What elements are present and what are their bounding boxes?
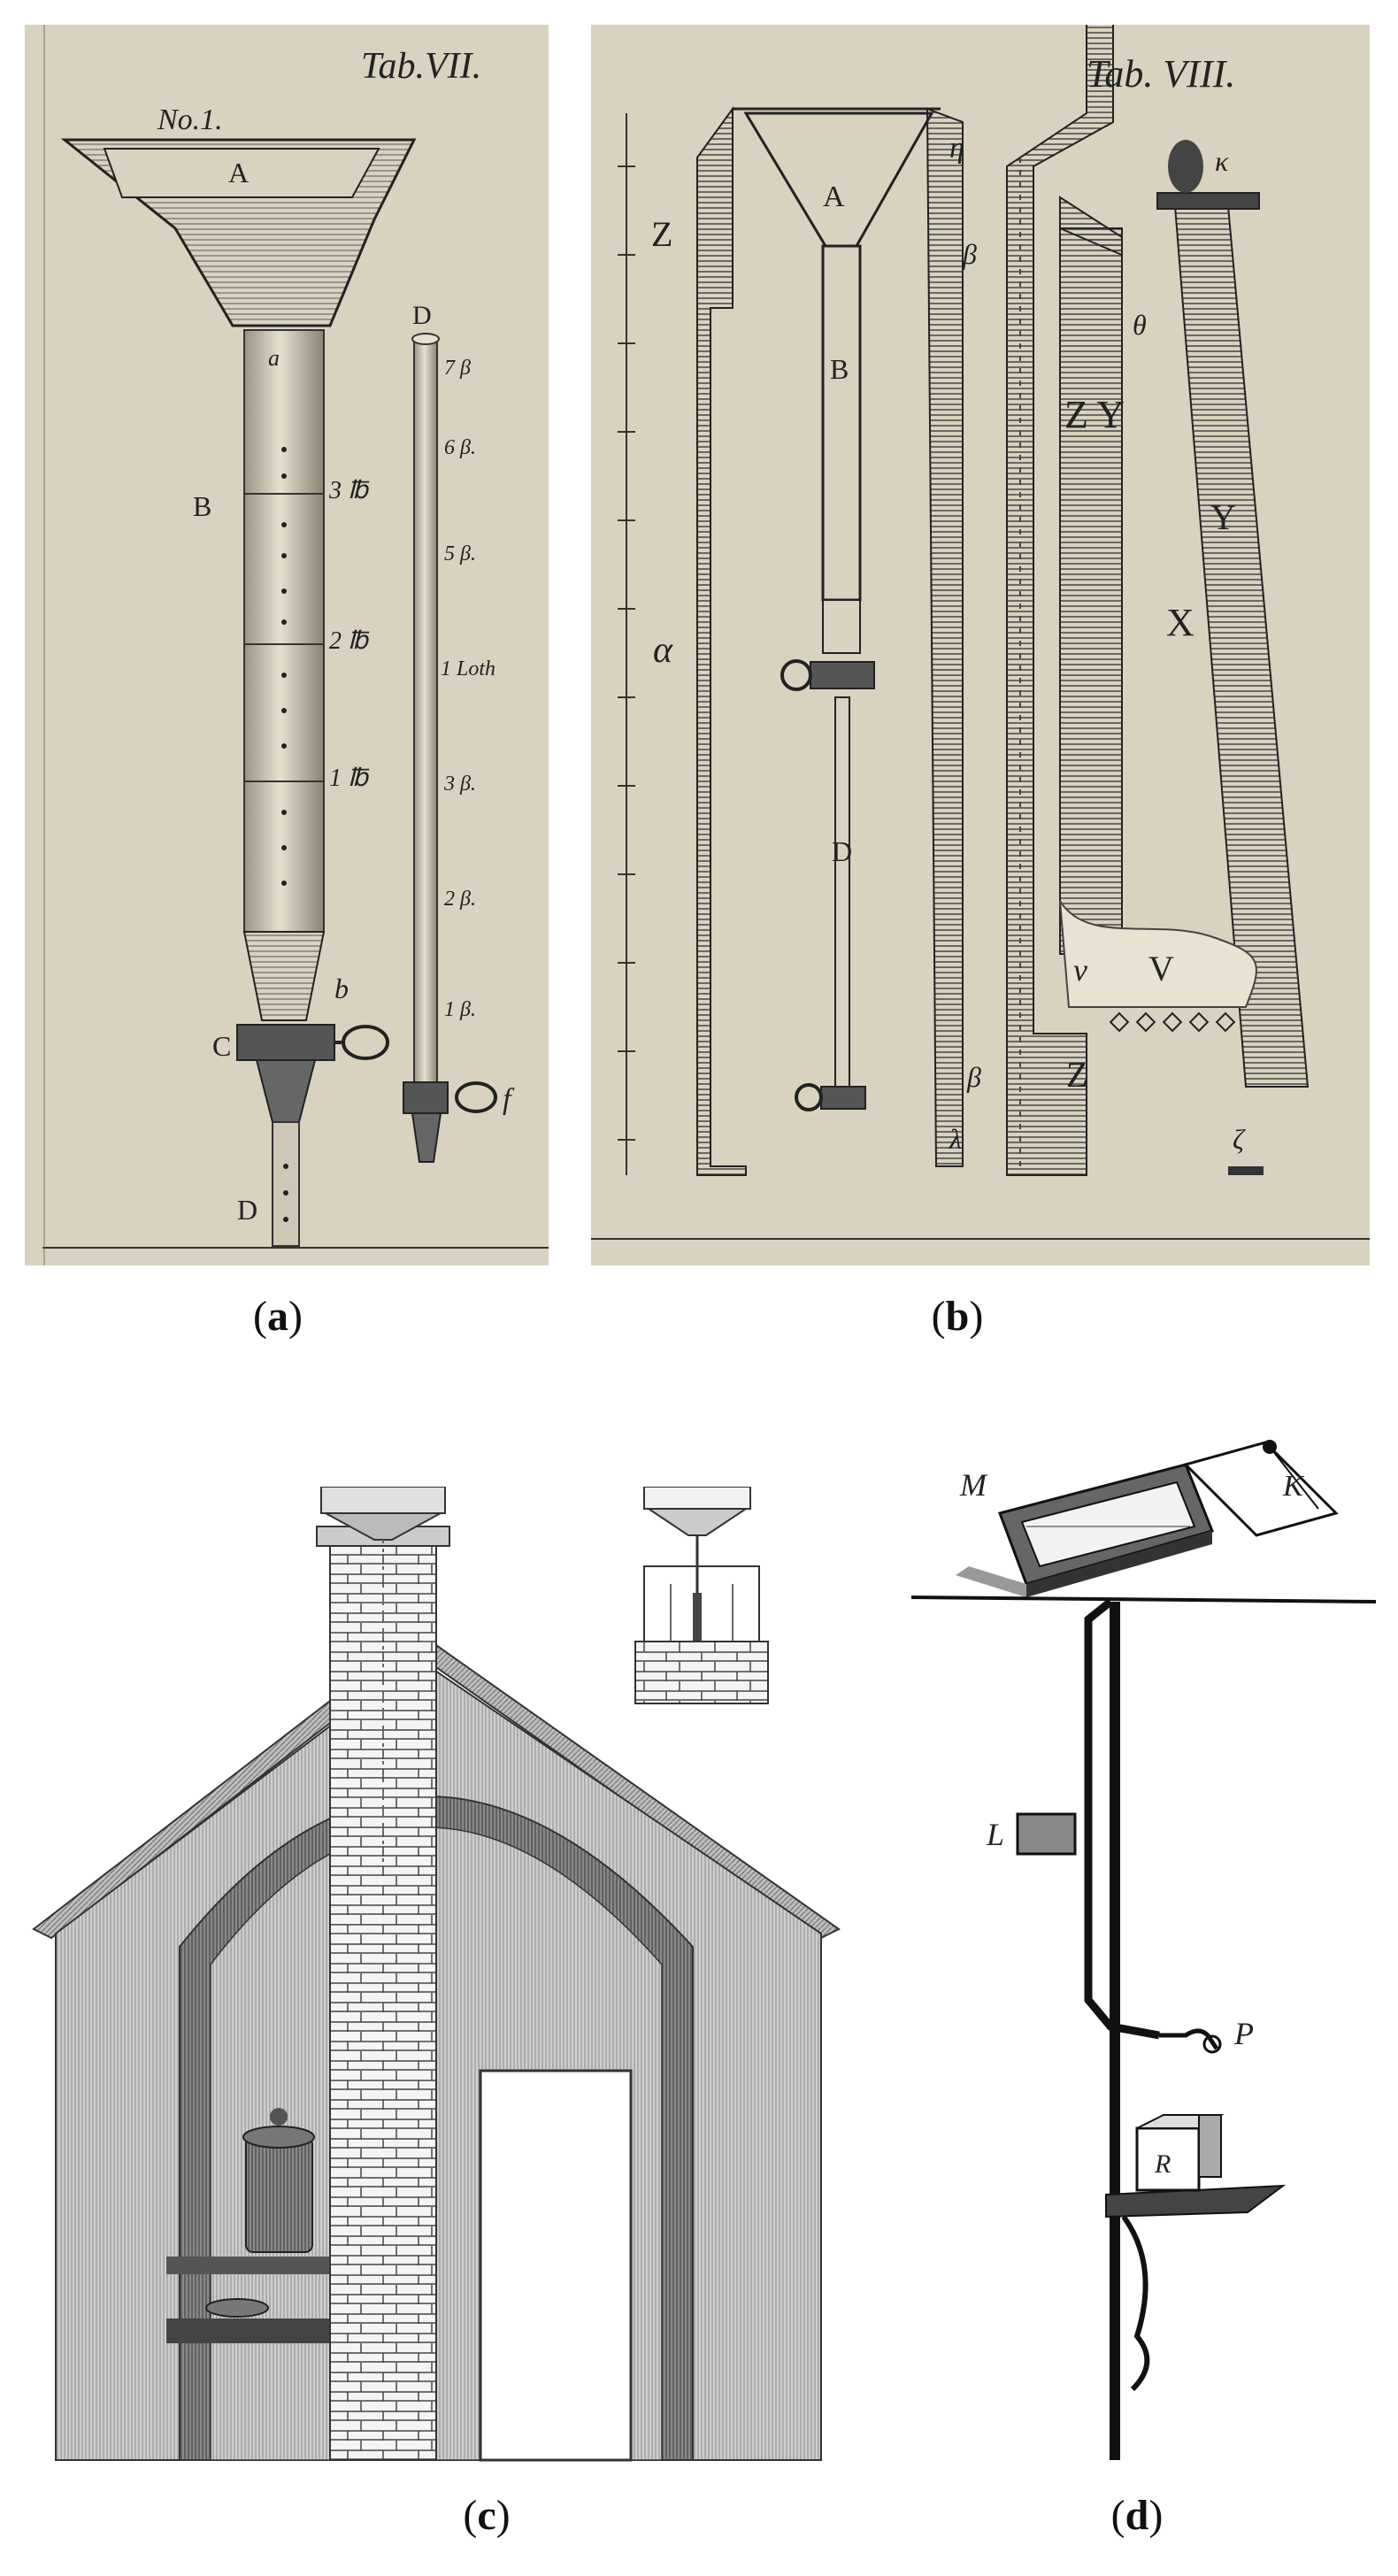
label-a-A: A <box>228 157 249 188</box>
plate-title-b: Tab. VIII. <box>1087 52 1235 96</box>
label-d-P: P <box>1233 2016 1254 2051</box>
caption-a: (a) <box>253 1293 303 1340</box>
lid-k <box>1183 1441 1339 1537</box>
label-b-lambda: λ <box>949 1123 962 1155</box>
valve-p <box>1159 2028 1219 2050</box>
label-b-alpha: α <box>653 630 673 671</box>
label-b-Y: Y <box>1210 497 1236 537</box>
label-b-B: B <box>830 353 849 385</box>
panel-d-illustration: M K L P R <box>894 1416 1380 2460</box>
label-d-K: K <box>1282 1470 1305 1503</box>
label-d-M: M <box>959 1467 988 1503</box>
scale-main-3: 1 ℔ <box>329 765 370 792</box>
label-b-zeta: ζ <box>1233 1123 1246 1155</box>
caption-d: (d) <box>1110 2492 1164 2539</box>
label-b-beta1: β <box>962 238 977 270</box>
panel-c-svg <box>25 1487 848 2478</box>
scale-tube-5: 3 β. <box>443 773 476 796</box>
label-d-R: R <box>1154 2149 1171 2179</box>
doorway <box>479 2069 633 2462</box>
label-b-nu: ν <box>1073 952 1087 988</box>
label-b-X: X <box>1166 601 1194 644</box>
label-a-b: b <box>334 973 349 1004</box>
panel-b-svg: Tab. VIII. A B D Z Z Z Y X Y V α β β η θ… <box>591 25 1370 1265</box>
inset-rain-gauge <box>634 1487 769 1704</box>
vessel-r <box>1135 2126 1201 2192</box>
label-b-D: D <box>832 835 852 867</box>
tube-b <box>821 244 862 602</box>
small-tube-d <box>413 338 438 1083</box>
panel-c-illustration <box>25 1487 848 2478</box>
scale-main-1: 3 ℔ <box>328 477 370 504</box>
chimney-funnel <box>325 1512 442 1541</box>
caption-b: (b) <box>931 1293 984 1340</box>
water-urn <box>245 2136 313 2253</box>
label-b-kappa: κ <box>1215 145 1229 177</box>
label-b-Z: Z <box>651 214 672 254</box>
tube-d <box>834 696 850 1088</box>
chimney-flue <box>1006 25 1114 1176</box>
panel-b-engraving: Tab. VIII. A B D Z Z Z Y X Y V α β β η θ… <box>591 25 1370 1265</box>
panel-a-engraving: Tab.VII. No.1. A a B b C D D f 3 ℔ 2 ℔ 1… <box>25 25 549 1265</box>
measuring-tube-b <box>243 329 325 933</box>
scale-tube-2: 6 β. <box>444 436 476 459</box>
bowl <box>205 2298 269 2318</box>
plate-title-a: Tab.VII. <box>361 46 481 87</box>
left-wall <box>696 105 747 1176</box>
scale-tube-4: 1 Loth <box>441 657 495 681</box>
label-b-A: A <box>823 181 845 213</box>
label-a-D2: D <box>412 301 432 330</box>
scale-tube-3: 5 β. <box>444 542 476 565</box>
label-a-a: a <box>268 345 280 371</box>
scale-tube-6: 2 β. <box>444 888 476 911</box>
caption-c: (c) <box>463 2492 511 2539</box>
box-l <box>1016 1812 1077 1856</box>
label-b-theta: θ <box>1133 309 1147 341</box>
label-a-C: C <box>212 1030 231 1062</box>
panel-d-svg: M K L P R <box>894 1416 1380 2460</box>
label-b-beta2: β <box>966 1061 981 1093</box>
plate-number-a: No.1. <box>157 104 223 136</box>
label-d-L: L <box>986 1817 1004 1852</box>
label-b-V: V <box>1148 949 1174 988</box>
label-b-ZY: Z Y <box>1064 393 1125 436</box>
scale-main-2: 2 ℔ <box>329 627 370 655</box>
brick-chimney <box>329 1539 437 2461</box>
tap-c <box>236 1024 335 1061</box>
smoke-v <box>1059 900 1257 1008</box>
label-b-Z2: Z <box>1066 1055 1087 1095</box>
label-a-D: D <box>237 1194 257 1226</box>
scale-tube-1: 7 β <box>444 357 471 380</box>
panel-a-svg: Tab.VII. No.1. A a B b C D D f 3 ℔ 2 ℔ 1… <box>25 25 549 1265</box>
scale-tube-7: 1 β. <box>444 998 476 1021</box>
label-b-eta: η <box>949 132 964 165</box>
label-a-B: B <box>193 490 211 522</box>
drain-pipe <box>1084 1598 1160 2040</box>
